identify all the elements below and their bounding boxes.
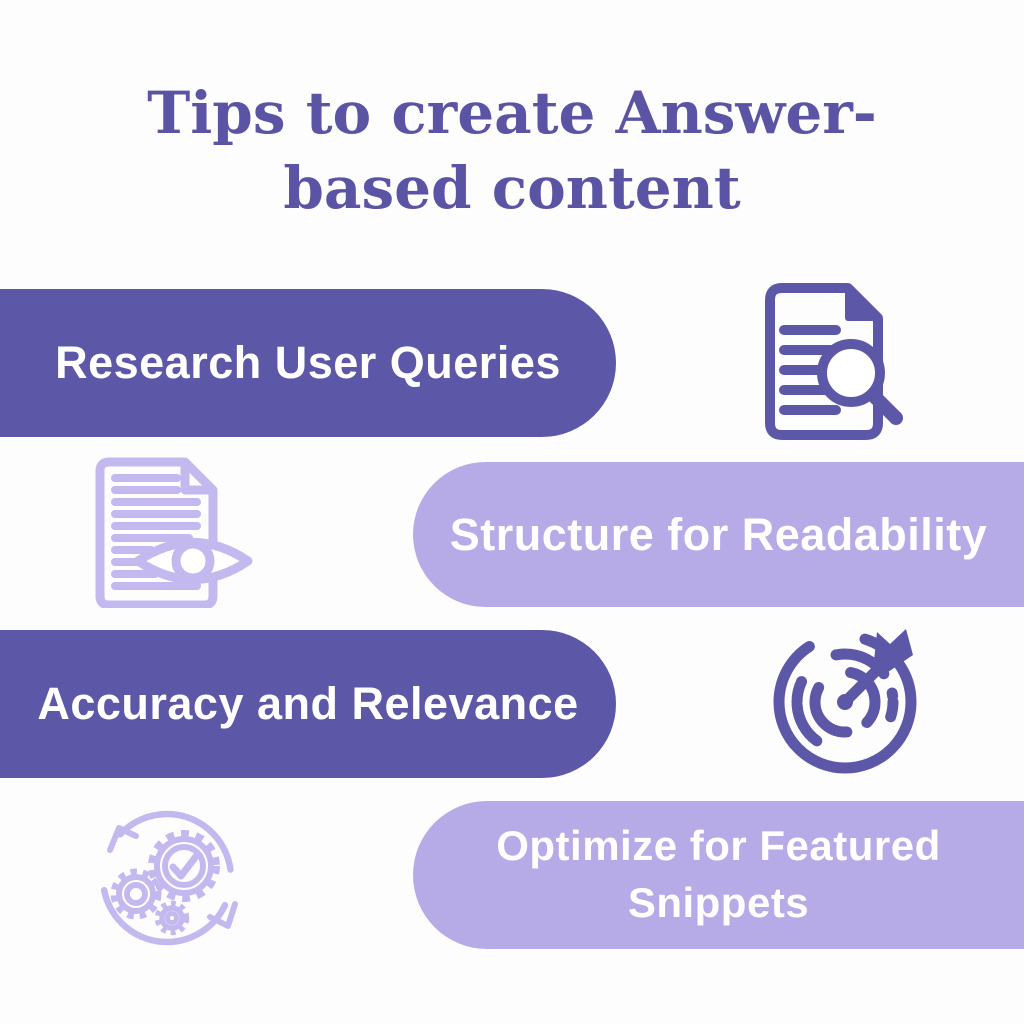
- tip-banner-accuracy-and-relevance: Accuracy and Relevance: [0, 630, 616, 778]
- page-title-text: Tips to create Answer-based content: [147, 79, 877, 223]
- page-title: Tips to create Answer-based content: [0, 76, 1024, 227]
- tip-banner-structure-for-readability: Structure for Readability: [413, 462, 1024, 607]
- tip-label-structure-for-readability: Structure for Readability: [449, 508, 988, 560]
- tip-banner-optimize-for-featured-snippets: Optimize for Featured Snippets: [413, 801, 1024, 949]
- document-search-icon: [758, 282, 910, 440]
- target-dart-icon: [773, 624, 923, 778]
- tip-label-research-user-queries: Research User Queries: [55, 337, 561, 388]
- gears-sync-icon: [92, 806, 242, 956]
- tip-label-accuracy-and-relevance: Accuracy and Relevance: [37, 678, 579, 729]
- tip-banner-research-user-queries: Research User Queries: [0, 289, 616, 437]
- document-eye-icon: [93, 456, 253, 608]
- tip-label-optimize-for-featured-snippets: Optimize for Featured Snippets: [496, 822, 941, 926]
